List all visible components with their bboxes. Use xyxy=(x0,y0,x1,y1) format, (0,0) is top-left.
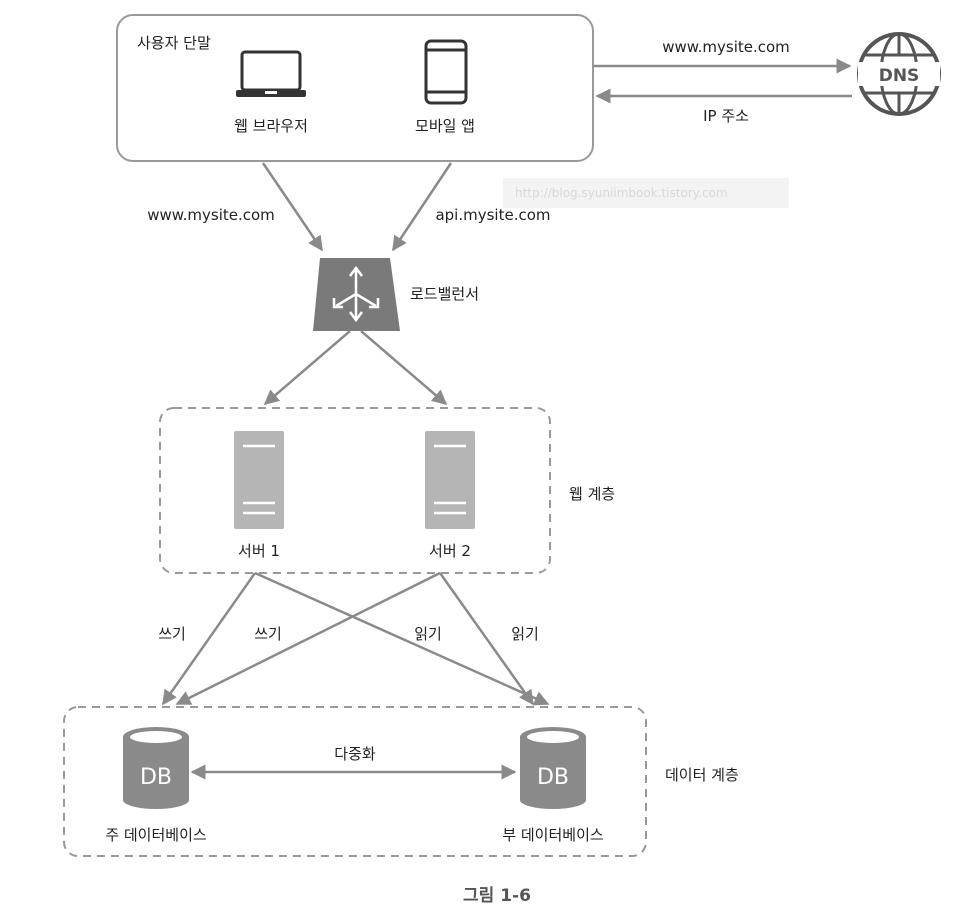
server1-read-arrow xyxy=(254,571,550,706)
master-db-icon: DB xyxy=(123,727,189,809)
replication-label: 다중화 xyxy=(334,745,376,763)
server1-write-arrow xyxy=(161,572,257,706)
slave-db-icon-text: DB xyxy=(537,765,569,790)
app-to-lb-label: api.mysite.com xyxy=(435,206,550,224)
read-label-1: 읽기 xyxy=(414,625,442,643)
client-group-title: 사용자 단말 xyxy=(137,34,211,52)
server1-label: 서버 1 xyxy=(238,542,280,560)
browser-to-lb-arrow xyxy=(261,162,324,252)
server2-read-arrow xyxy=(438,572,535,706)
web-tier-box xyxy=(159,407,551,574)
app-to-lb-arrow xyxy=(391,162,453,252)
write-label-1: 쓰기 xyxy=(158,625,186,643)
watermark-text: http://blog.syuniimbook.tistory.com xyxy=(515,186,728,200)
server2-icon xyxy=(425,431,475,529)
figure-caption: 그림 1-6 xyxy=(463,886,531,906)
mobile-phone-icon xyxy=(424,39,468,105)
watermark-box xyxy=(503,178,789,208)
data-tier-box xyxy=(63,706,647,857)
slave-db-label: 부 데이터베이스 xyxy=(502,826,604,844)
lb-to-server2-arrow xyxy=(360,330,448,405)
read-label-2: 읽기 xyxy=(511,625,539,643)
master-db-label: 주 데이터베이스 xyxy=(105,826,207,844)
server2-label: 서버 2 xyxy=(429,542,471,560)
dns-globe-icon: DNS xyxy=(857,32,941,116)
dns-request-label: www.mysite.com xyxy=(662,38,790,56)
laptop-icon xyxy=(236,50,306,97)
mobile-app-label: 모바일 앱 xyxy=(415,117,475,135)
browser-to-lb-label: www.mysite.com xyxy=(147,206,275,224)
load-balancer-icon xyxy=(313,258,400,331)
client-group-box xyxy=(116,14,594,162)
dns-label: DNS xyxy=(879,66,920,86)
load-balancer-label: 로드밸런서 xyxy=(410,285,479,303)
web-tier-label: 웹 계층 xyxy=(569,485,615,503)
slave-db-icon: DB xyxy=(520,727,586,809)
server2-write-arrow xyxy=(175,571,441,706)
web-browser-label: 웹 브라우저 xyxy=(234,117,308,135)
write-label-2: 쓰기 xyxy=(254,625,282,643)
data-tier-label: 데이터 계층 xyxy=(665,766,739,784)
dns-response-label: IP 주소 xyxy=(703,107,749,125)
server1-icon xyxy=(234,431,284,529)
master-db-icon-text: DB xyxy=(140,765,172,790)
lb-to-server1-arrow xyxy=(263,330,351,405)
